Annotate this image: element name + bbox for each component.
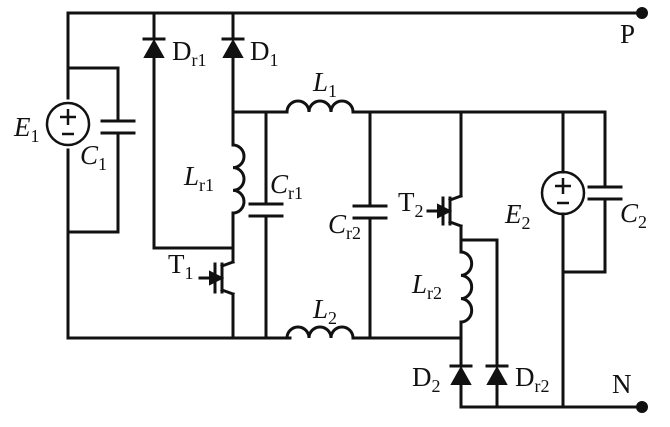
terminal-p-dot: [636, 7, 648, 19]
diode-dr2-label: Dr2: [515, 362, 550, 396]
capacitor-cr1-symbol: [248, 202, 284, 218]
terminal-n-dot: [636, 401, 648, 413]
wires: [66, 11, 642, 409]
source-e1-symbol: [45, 101, 91, 147]
diode-dr1-label: Dr1: [172, 36, 207, 70]
terminal-p-label: P: [620, 19, 635, 49]
diode-d2-label: D2: [412, 362, 441, 396]
inductor-l1-label: L1: [312, 67, 337, 101]
capacitor-c2-label: C2: [620, 198, 647, 232]
diode-d1-symbol: [221, 37, 245, 58]
inductor-lr1-symbol: [231, 143, 246, 215]
diode-dr1-symbol: [142, 37, 166, 58]
inductor-l2-symbol: [285, 325, 355, 340]
capacitor-c2-symbol: [587, 185, 623, 201]
source-e1-label: E1: [13, 112, 40, 146]
capacitor-cr2-label: Cr2: [328, 209, 361, 243]
switch-t2-label: T2: [398, 187, 424, 221]
capacitor-cr1-label: Cr1: [270, 169, 303, 203]
capacitor-c1-symbol: [100, 119, 136, 135]
terminal-n-label: N: [612, 369, 632, 399]
switch-t2-symbol: [426, 194, 463, 228]
switch-t1-symbol: [198, 260, 235, 296]
inductor-l1-symbol: [285, 99, 355, 114]
diode-d1-label: D1: [250, 36, 279, 70]
source-e2-symbol: [540, 170, 586, 216]
inductor-lr2-label: Lr2: [411, 269, 442, 303]
switch-t1-label: T1: [168, 249, 194, 283]
capacitor-c1-label: C1: [80, 140, 107, 174]
inductor-l2-label: L2: [312, 294, 337, 328]
diode-dr2-symbol: [485, 364, 509, 385]
inductor-lr1-label: Lr1: [183, 161, 214, 195]
source-e2-label: E2: [504, 199, 531, 233]
diode-d2-symbol: [449, 364, 473, 385]
inductor-lr2-symbol: [459, 250, 474, 324]
capacitor-cr2-symbol: [352, 204, 388, 220]
